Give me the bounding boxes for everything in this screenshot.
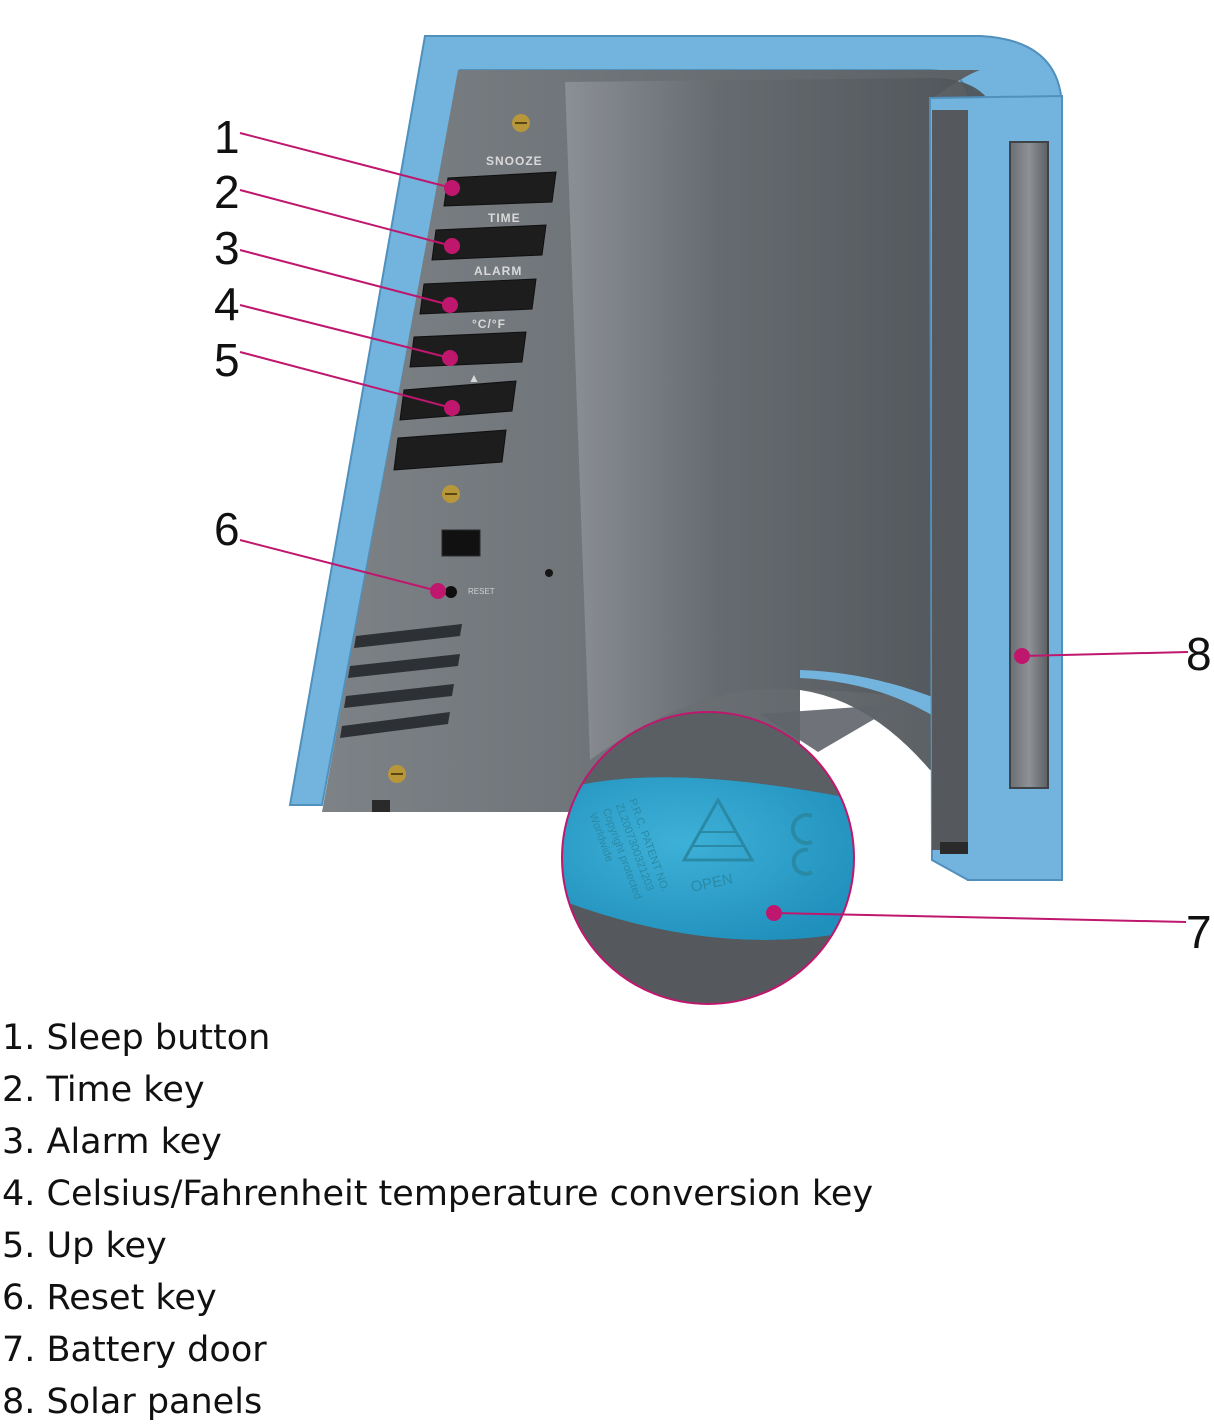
- legend-item-solar-panels: 8. Solar panels: [2, 1382, 263, 1422]
- key-label-alarm: ALARM: [474, 264, 522, 278]
- legend-item-up-key: 5. Up key: [2, 1226, 167, 1266]
- reset-label: RESET: [468, 587, 495, 596]
- callout-2: 2: [214, 166, 240, 218]
- open-arrow-icon: [681, 796, 755, 862]
- reset-key[interactable]: [445, 586, 457, 598]
- ce-mark-icon: [790, 813, 813, 845]
- vent-4: [340, 712, 450, 738]
- solar-panel: [1009, 141, 1049, 789]
- key-label-time: TIME: [488, 211, 521, 225]
- legend-item-battery-door: 7. Battery door: [2, 1330, 267, 1370]
- bottom-lip: [800, 670, 940, 720]
- leader-lines: [239, 132, 1189, 923]
- callout-8: 8: [1186, 628, 1212, 680]
- inner-panel: [565, 78, 1000, 770]
- screw-middle-icon: [442, 485, 460, 503]
- key-label-snooze: SNOOZE: [486, 154, 543, 168]
- foot-right: [940, 842, 968, 854]
- microphone-hole: [545, 569, 553, 577]
- legend-item-time-key: 2. Time key: [2, 1070, 205, 1110]
- vent-3: [344, 684, 454, 708]
- legend-item-sleep-button: 1. Sleep button: [2, 1018, 271, 1058]
- legend-item-alarm-key: 3. Alarm key: [2, 1122, 222, 1162]
- callout-6: 6: [214, 503, 240, 555]
- key-label-celsius-fahrenheit: °C/°F: [472, 317, 506, 331]
- vent-2: [348, 654, 460, 678]
- key-label-up: ▲: [468, 371, 481, 385]
- legend-list: 1. Sleep button 2. Time key 3. Alarm key…: [2, 1012, 1202, 1428]
- alarm-key[interactable]: [419, 278, 537, 315]
- legend-item-reset-key: 6. Reset key: [2, 1278, 217, 1318]
- time-key[interactable]: [431, 224, 547, 261]
- callout-5: 5: [214, 334, 240, 386]
- magnifier-connector: [760, 704, 900, 752]
- callout-4: 4: [214, 278, 240, 330]
- foot-left: [372, 800, 390, 812]
- up-key[interactable]: [399, 380, 517, 421]
- callout-3: 3: [214, 222, 240, 274]
- screw-bottom-icon: [388, 765, 406, 783]
- legend-item-temperature-key: 4. Celsius/Fahrenheit temperature conver…: [2, 1174, 874, 1214]
- device-diagram: SNOOZE TIME ALARM °C/°F ▲ RESET OPEN P.R…: [214, 35, 1212, 1005]
- callout-7: 7: [1186, 906, 1212, 958]
- slide-switch[interactable]: [441, 529, 481, 557]
- celsius-fahrenheit-key[interactable]: [409, 331, 527, 368]
- screw-top-icon: [512, 114, 530, 132]
- down-key[interactable]: [393, 429, 507, 471]
- solar-panel-left-edge: [932, 110, 968, 850]
- snooze-key[interactable]: [443, 171, 557, 207]
- vent-1: [354, 624, 462, 648]
- callout-1: 1: [214, 111, 240, 163]
